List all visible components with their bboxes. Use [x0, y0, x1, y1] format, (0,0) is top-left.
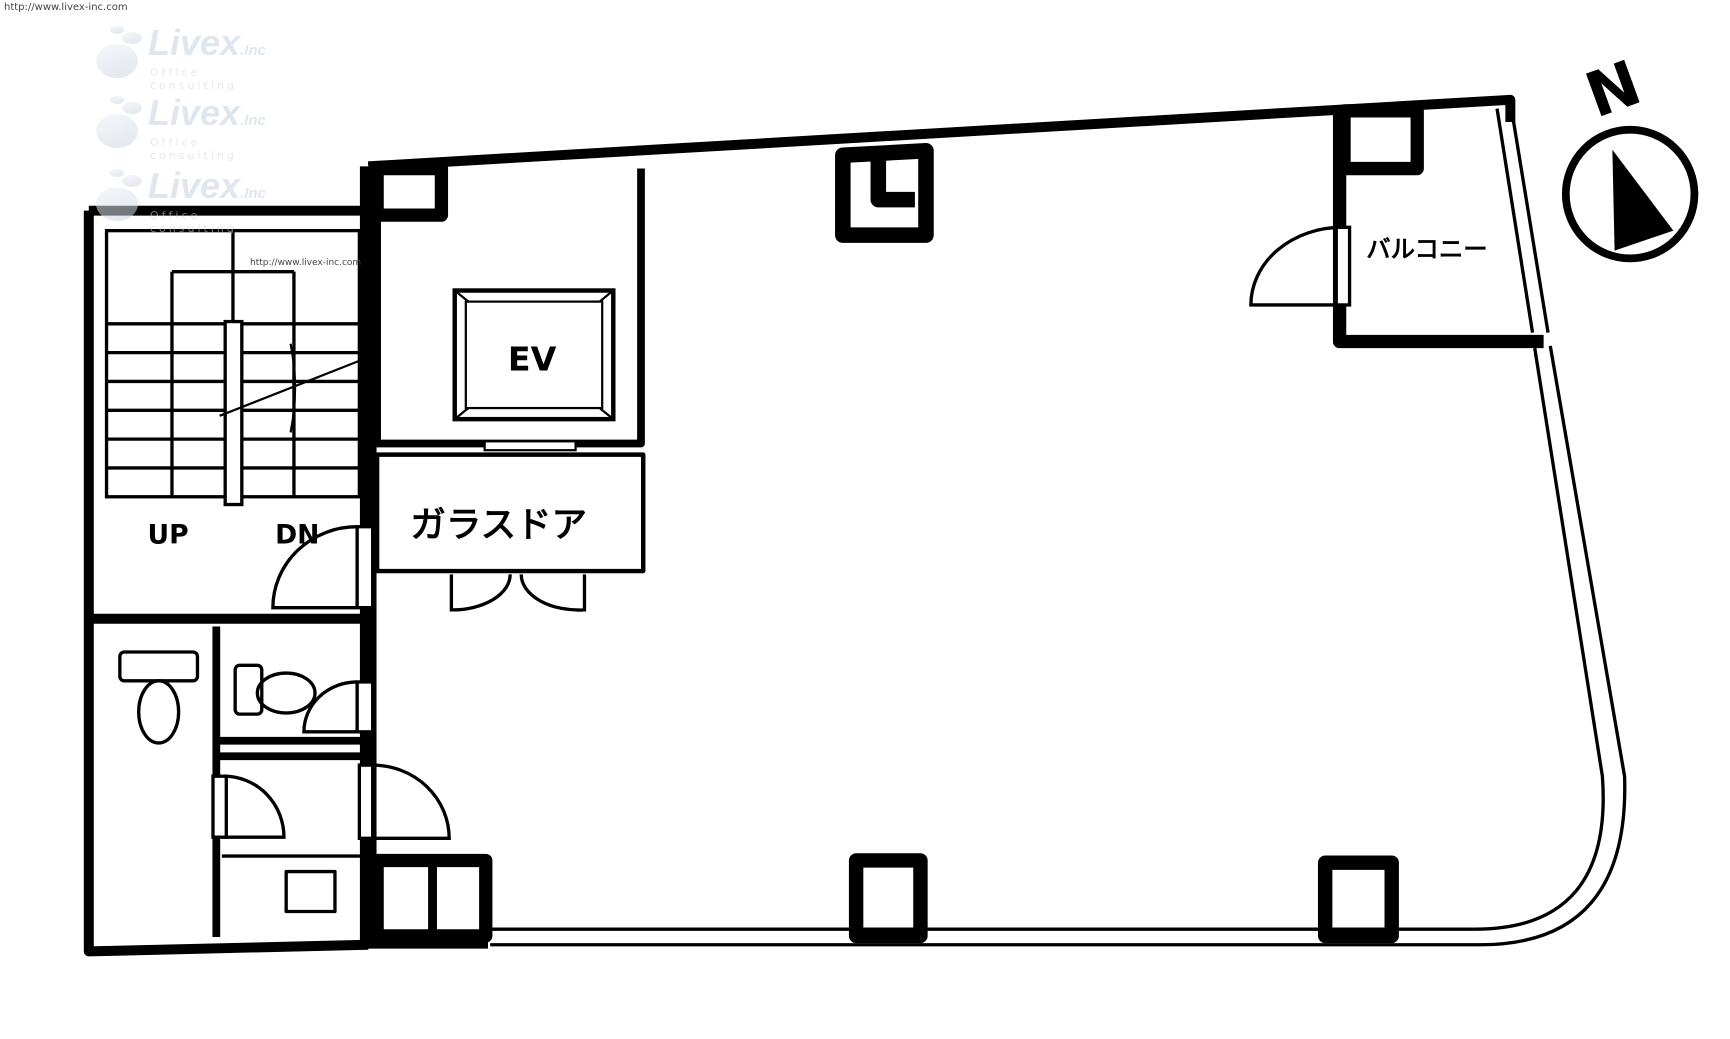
glass-door-room [374, 452, 646, 574]
stairs-down-label: DN [275, 519, 319, 550]
exterior-wall [367, 94, 1516, 172]
staircase [104, 228, 362, 507]
elevator-car [452, 288, 616, 452]
balcony-wall [1332, 110, 1544, 349]
column [370, 161, 449, 222]
watermark-suffix: .Inc [240, 185, 266, 202]
curtain-wall [490, 101, 1627, 947]
left-wall [359, 166, 488, 949]
watermark-brand: Livex [148, 92, 241, 133]
watermark-brand: Livex [148, 165, 241, 206]
column [1317, 855, 1399, 944]
watermark-suffix: .Inc [240, 112, 266, 129]
stairs-up-label: UP [148, 519, 189, 550]
column [1337, 104, 1424, 176]
column [848, 853, 928, 944]
livex-watermark: Livex.Inc Office consulting [96, 165, 276, 235]
column [835, 143, 934, 243]
north-compass-icon: N [1561, 46, 1699, 263]
watermark-tagline: Office consulting [150, 136, 237, 162]
compass-north-label: N [1576, 46, 1650, 132]
watermark-suffix: .Inc [240, 42, 266, 59]
balcony-label: バルコニー [1366, 234, 1487, 263]
watermark-tagline: Office consulting [150, 66, 237, 92]
watermark-brand: Livex [148, 22, 241, 63]
livex-watermark: Livex.Inc Office consulting [96, 22, 276, 92]
glass-door-label: ガラスドア [410, 505, 587, 546]
fixtures [118, 650, 337, 914]
watermark-tagline: Office consulting [150, 209, 237, 235]
doors [211, 225, 1352, 840]
ev-label: EV [508, 339, 557, 378]
livex-watermark: Livex.Inc Office consulting [96, 92, 276, 162]
plan-source-url: http://www.livex-inc.com [250, 258, 362, 268]
source-url: http://www.livex-inc.com [4, 2, 128, 13]
